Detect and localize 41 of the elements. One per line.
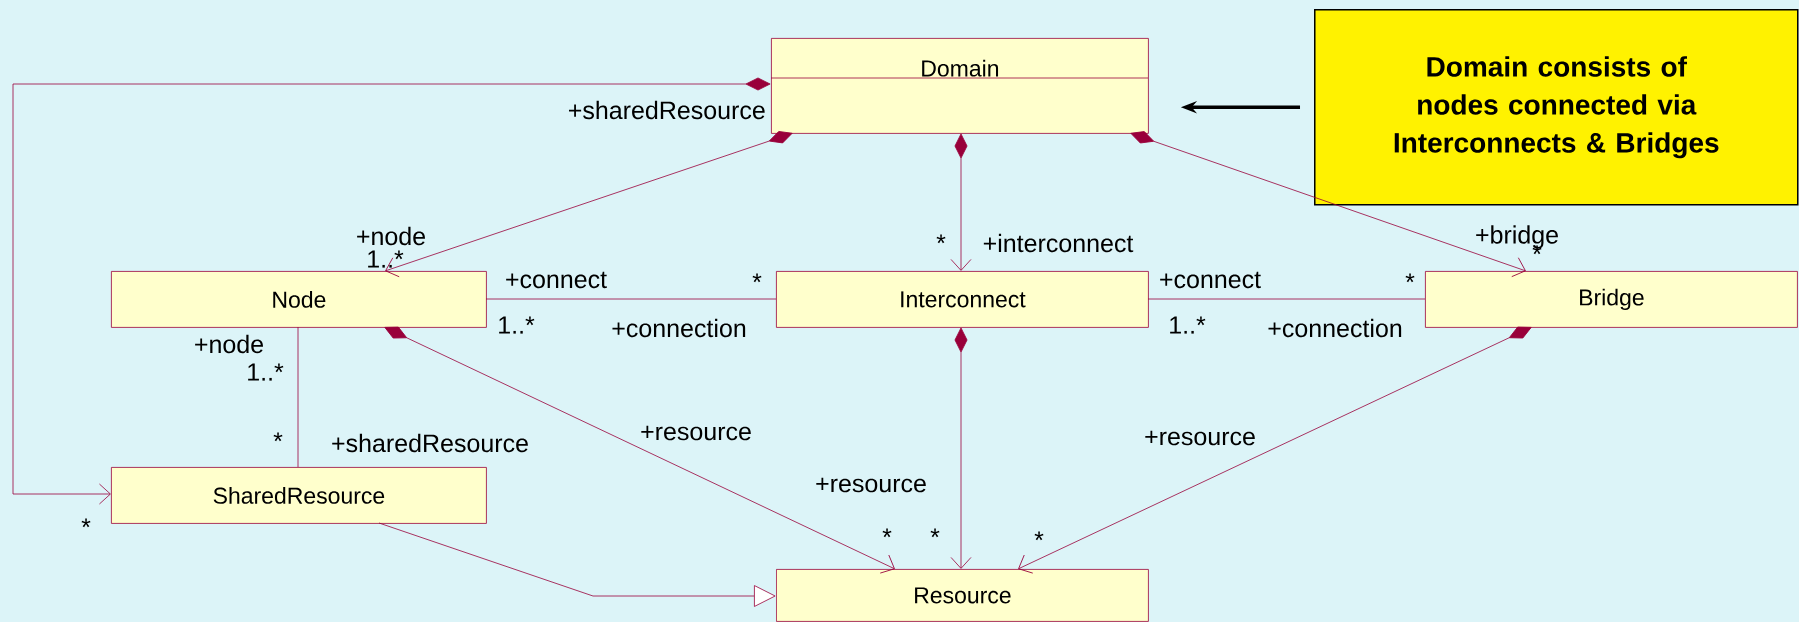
multiplicity-label: 1..* bbox=[499, 316, 535, 334]
role-label: +resource bbox=[1145, 430, 1255, 446]
role-label: +connection bbox=[1268, 318, 1402, 338]
generalization-arrow bbox=[378, 522, 776, 607]
composition-line bbox=[950, 327, 972, 569]
composition-line bbox=[950, 133, 972, 271]
role-label: +sharedResource bbox=[569, 100, 765, 120]
multiplicity-label: * bbox=[882, 528, 892, 538]
role-label: +connection bbox=[612, 318, 746, 338]
multiplicity-label: * bbox=[936, 234, 946, 244]
class-box: SharedResource bbox=[111, 467, 487, 524]
role-label: +interconnect bbox=[983, 233, 1134, 253]
multiplicity-label: 1..* bbox=[248, 363, 284, 381]
composition-line bbox=[384, 326, 895, 574]
multiplicity-label: * bbox=[930, 528, 940, 538]
multiplicity-label: * bbox=[81, 518, 91, 528]
role-label: +node bbox=[357, 226, 425, 246]
multiplicity-label: * bbox=[752, 273, 762, 283]
role-label: +resource bbox=[816, 477, 926, 493]
role-label: +resource bbox=[641, 425, 751, 441]
multiplicity-label: * bbox=[1405, 273, 1415, 283]
composition-line bbox=[1130, 131, 1526, 278]
composition-line bbox=[385, 131, 793, 278]
class-box: Resource bbox=[776, 569, 1149, 622]
class-box: Bridge bbox=[1425, 271, 1798, 328]
multiplicity-label: * bbox=[1034, 531, 1044, 541]
role-label: +connect bbox=[1160, 271, 1261, 289]
callout-box: Domain consists of nodes connected via Interconnects & Bridges bbox=[1314, 9, 1799, 206]
composition-line bbox=[1018, 326, 1532, 574]
class-box: Domain bbox=[770, 38, 1149, 134]
composition-line bbox=[12, 77, 771, 505]
class-box: Node bbox=[111, 271, 487, 328]
association-line bbox=[485, 298, 777, 300]
multiplicity-label: 1..* bbox=[1170, 316, 1206, 334]
association-line bbox=[1147, 298, 1426, 300]
role-label: +connect bbox=[506, 271, 607, 289]
class-box: Interconnect bbox=[776, 271, 1149, 328]
multiplicity-label: * bbox=[273, 432, 283, 442]
multiplicity-label: 1..* bbox=[368, 250, 404, 268]
role-label: +sharedResource bbox=[332, 433, 528, 453]
association-line bbox=[297, 326, 299, 468]
